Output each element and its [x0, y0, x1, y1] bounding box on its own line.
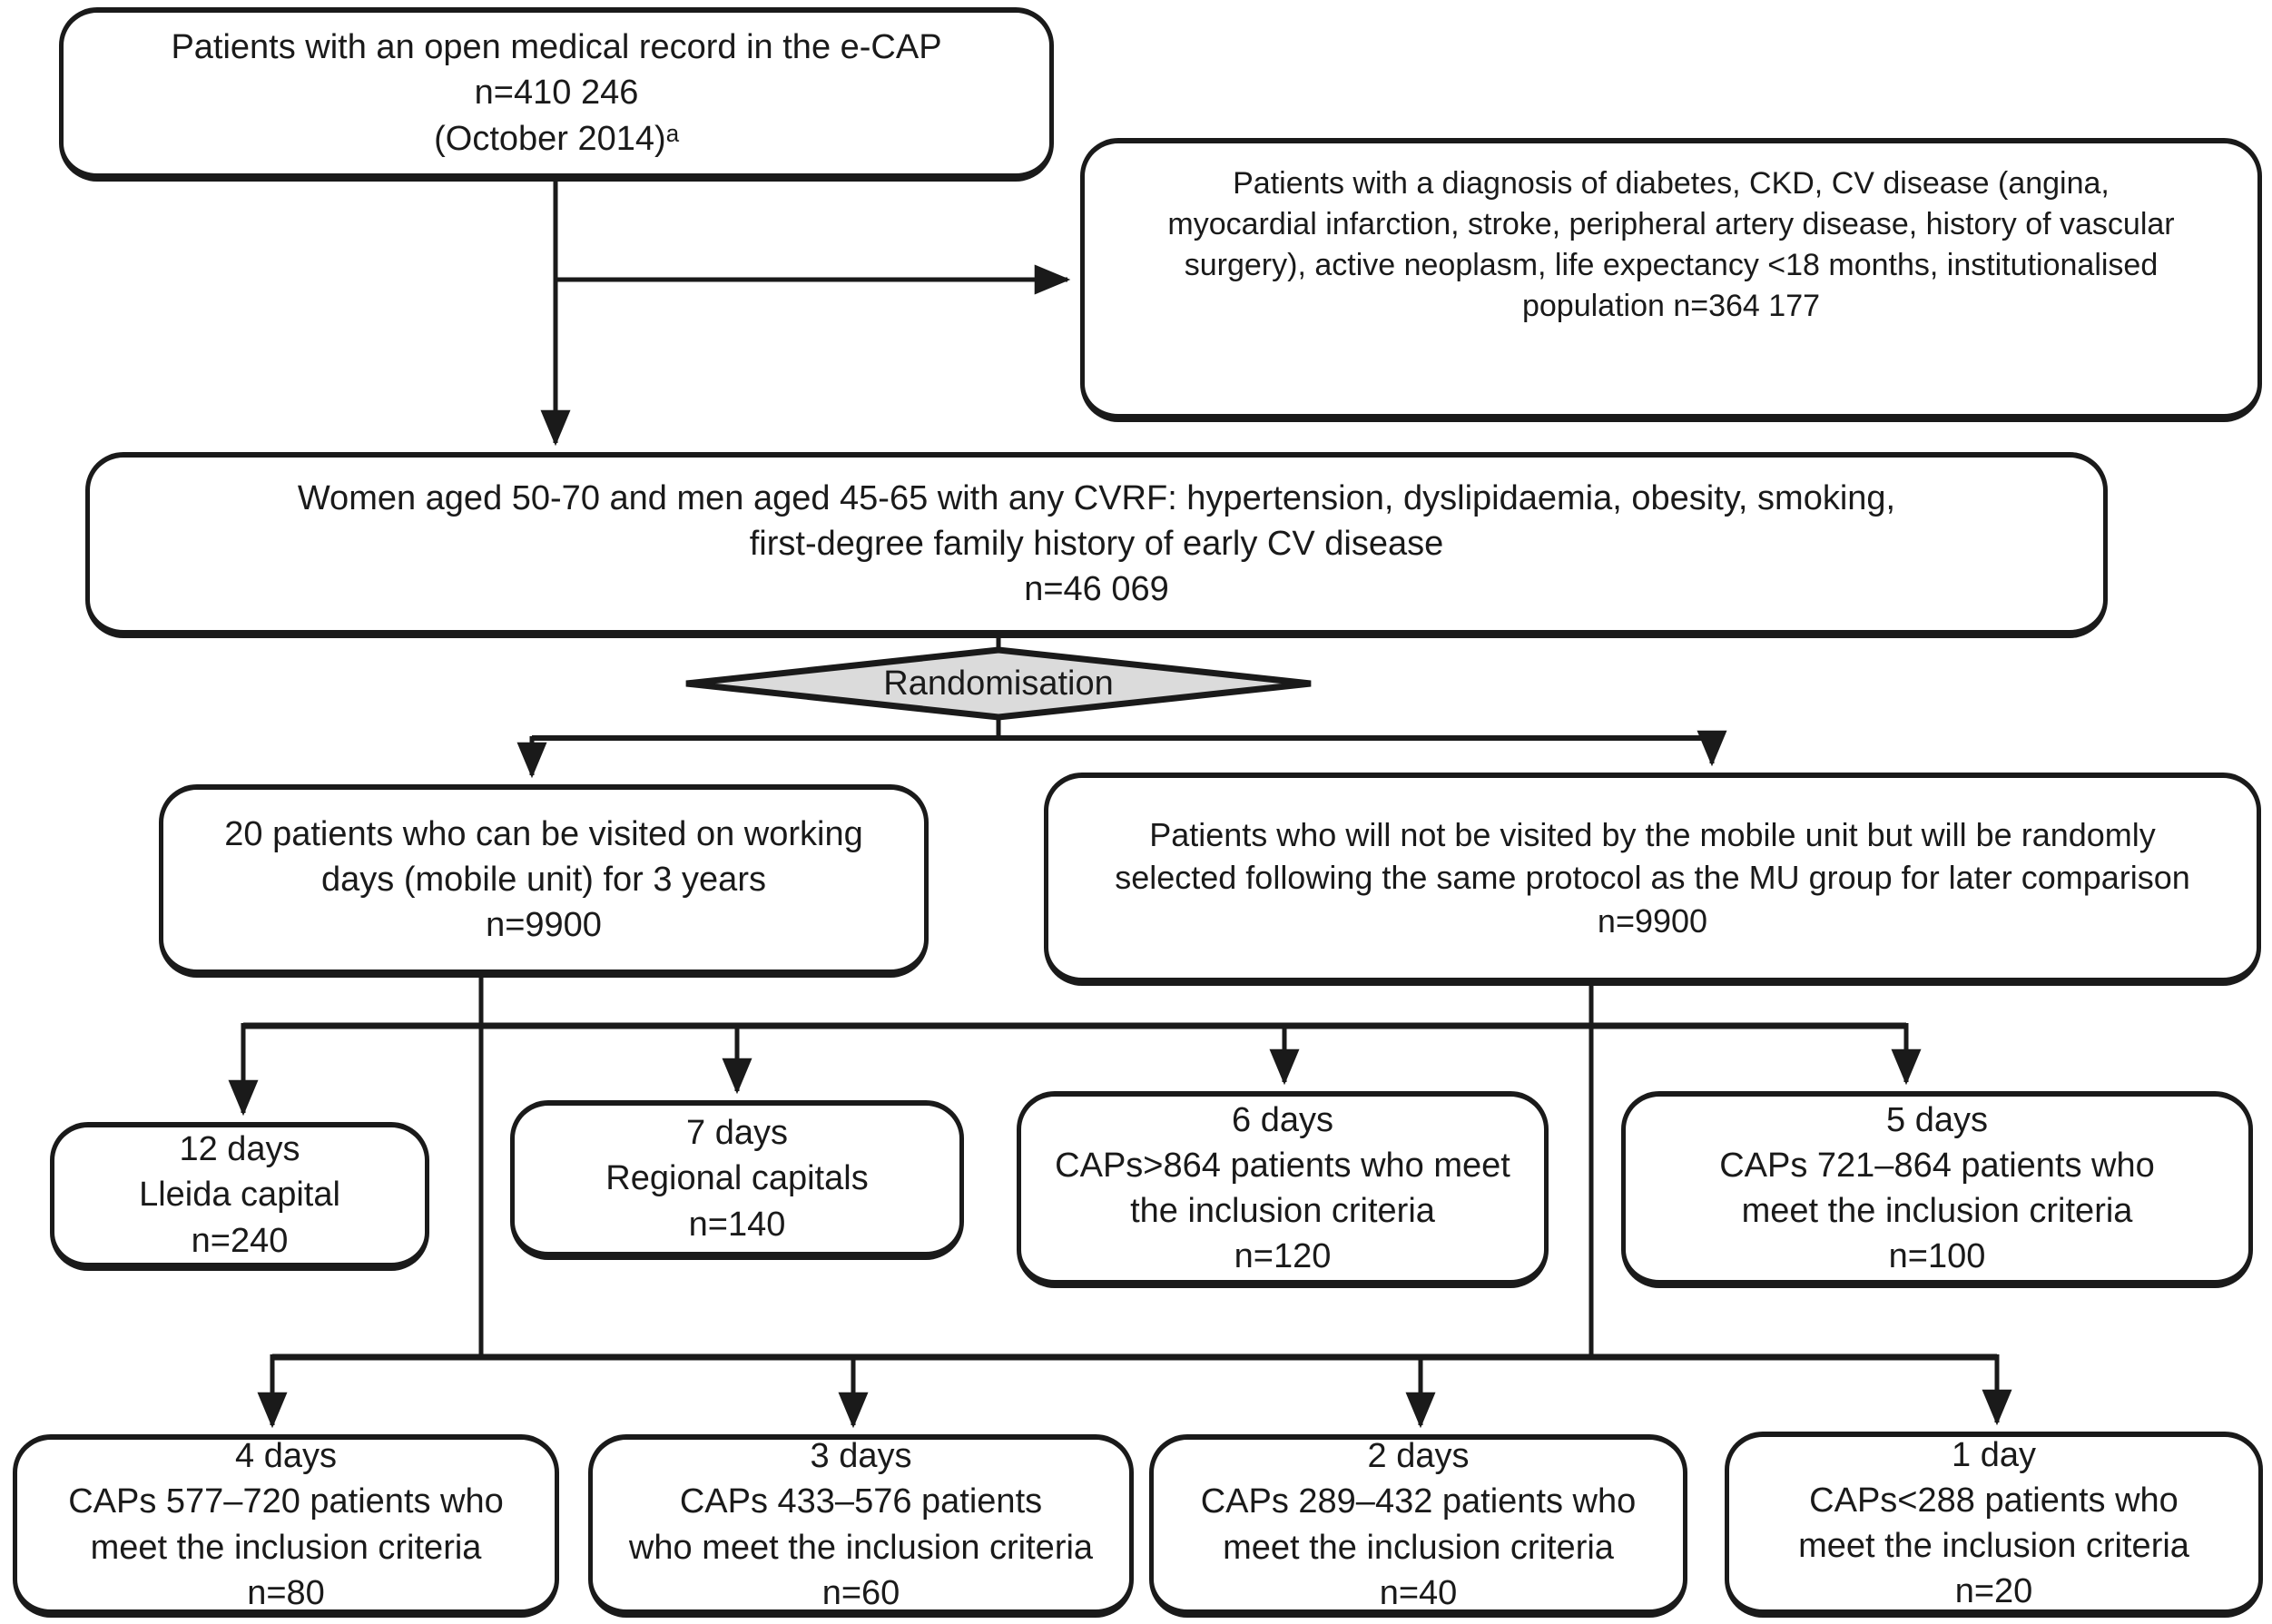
node-2-days: 2 days CAPs 289–432 patients who meet th… — [1149, 1434, 1687, 1618]
node-eligible-population: Women aged 50-70 and men aged 45-65 with… — [85, 452, 2108, 638]
node-3-days: 3 days CAPs 433–576 patients who meet th… — [588, 1434, 1134, 1618]
node-exclusion-criteria: Patients with a diagnosis of diabetes, C… — [1080, 138, 2262, 422]
node-control-arm: Patients who will not be visited by the … — [1044, 773, 2261, 986]
node-4-days: 4 days CAPs 577–720 patients who meet th… — [13, 1434, 559, 1618]
node-6-days: 6 days CAPs>864 patients who meet the in… — [1017, 1091, 1549, 1288]
node-mobile-unit-arm: 20 patients who can be visited on workin… — [159, 784, 929, 978]
node-12-days: 12 days Lleida capital n=240 — [50, 1122, 429, 1271]
node-7-days: 7 days Regional capitals n=140 — [510, 1100, 964, 1260]
node-source-population: Patients with an open medical record in … — [59, 7, 1054, 182]
node-randomisation-label: Randomisation — [883, 664, 1114, 703]
node-1-day: 1 day CAPs<288 patients who meet the inc… — [1725, 1432, 2263, 1618]
node-5-days: 5 days CAPs 721–864 patients who meet th… — [1621, 1091, 2253, 1288]
randomisation-diamond — [685, 646, 1312, 721]
